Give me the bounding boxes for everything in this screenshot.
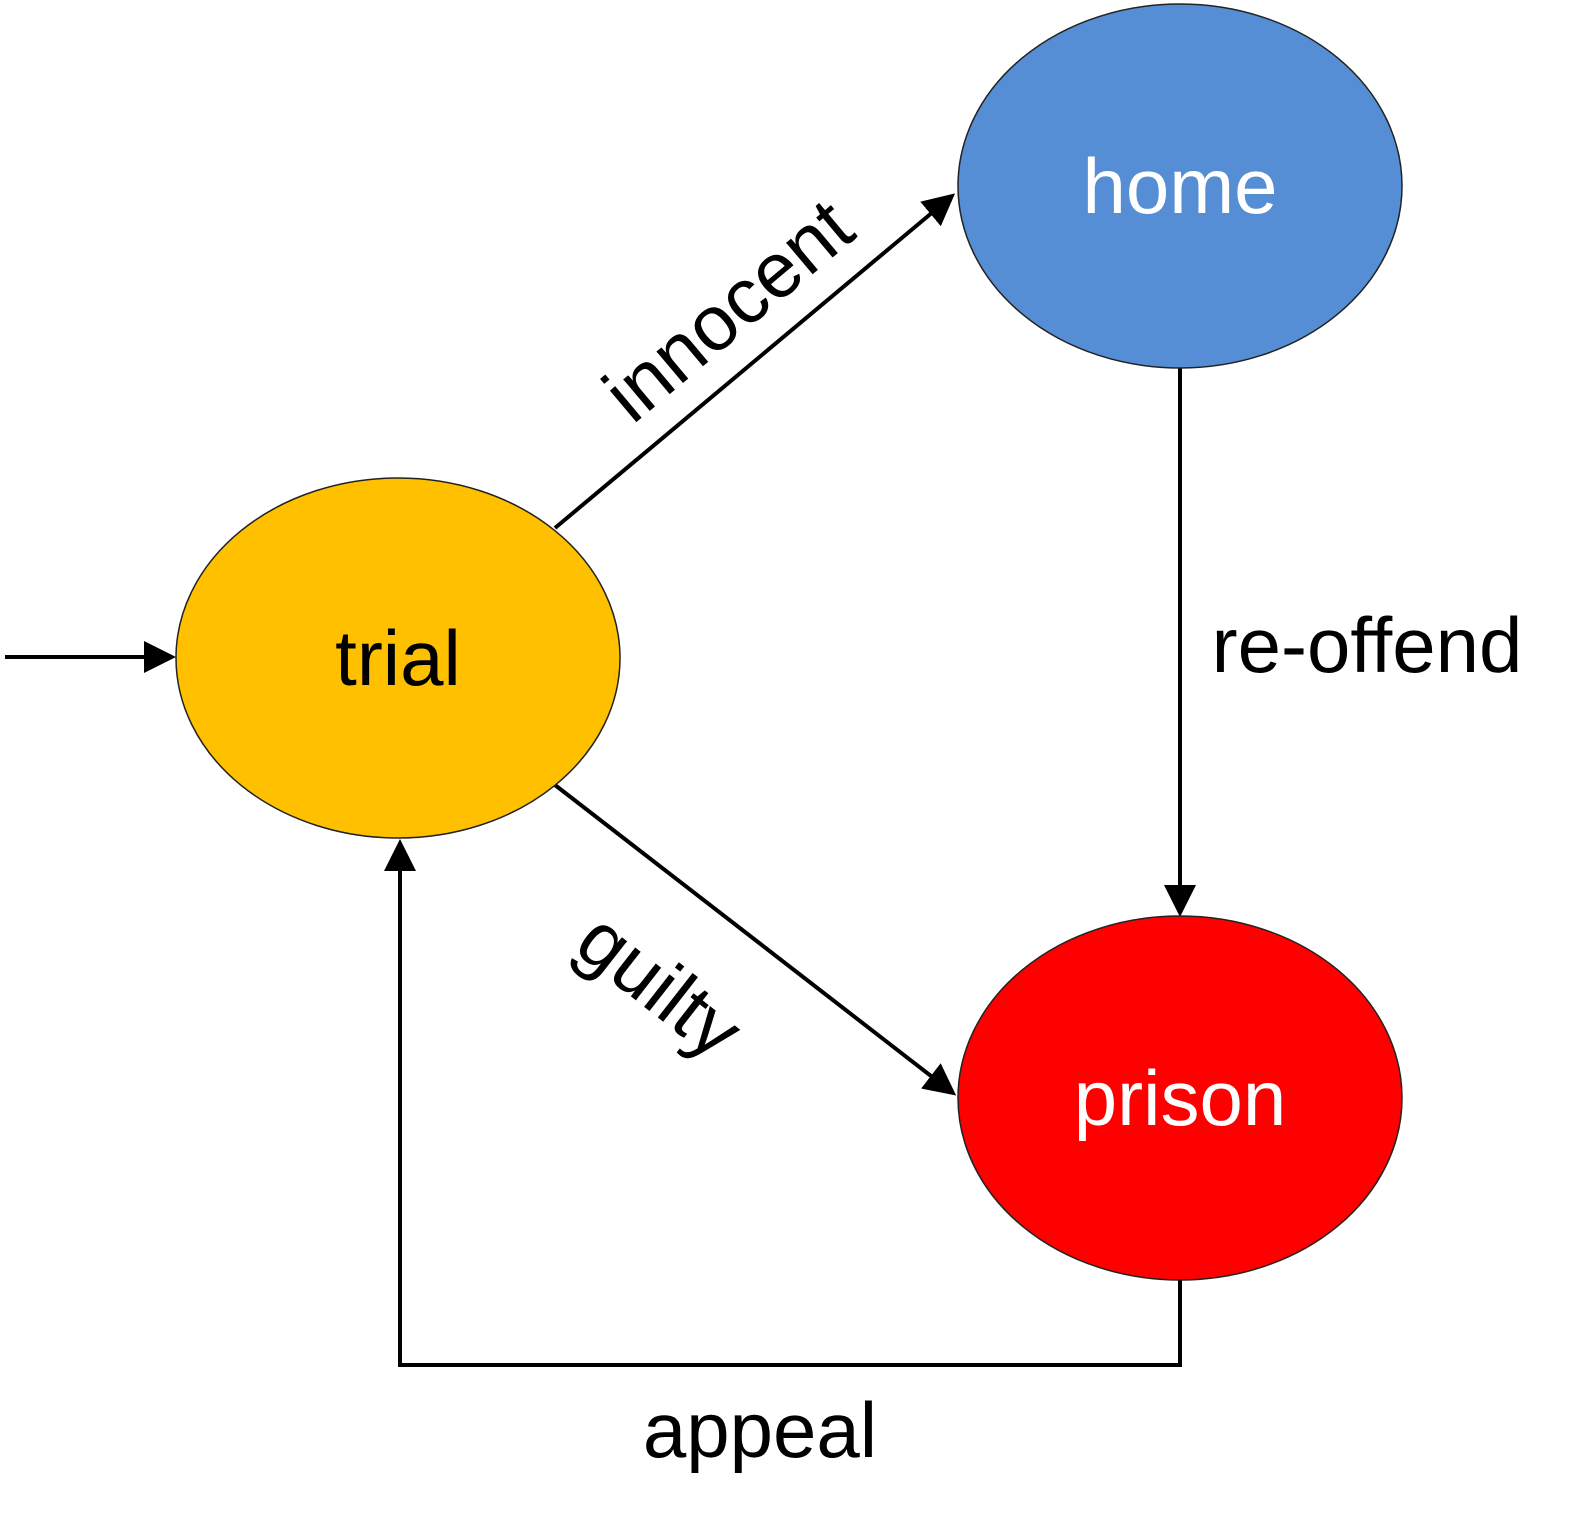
node-trial-shape: [175, 477, 621, 839]
node-home-label: home: [1082, 142, 1277, 230]
edge-innocent-label: innocent: [587, 181, 870, 438]
node-prison-label: prison: [1074, 1054, 1286, 1142]
edge-reoffend-label: re-offend: [1212, 601, 1523, 689]
edge-guilty-arrow: [553, 783, 957, 1096]
edge-appeal-label: appeal: [643, 1386, 877, 1474]
node-prison-shape: [957, 915, 1403, 1281]
node-home-shape: [957, 3, 1403, 369]
edge-appeal-arrow: [384, 839, 1182, 1367]
edge-innocent-arrow: [553, 193, 956, 530]
node-prison: prison: [957, 915, 1403, 1281]
node-trial-label: trial: [335, 614, 461, 702]
node-trial: trial: [175, 477, 621, 839]
node-home: home: [957, 3, 1403, 369]
